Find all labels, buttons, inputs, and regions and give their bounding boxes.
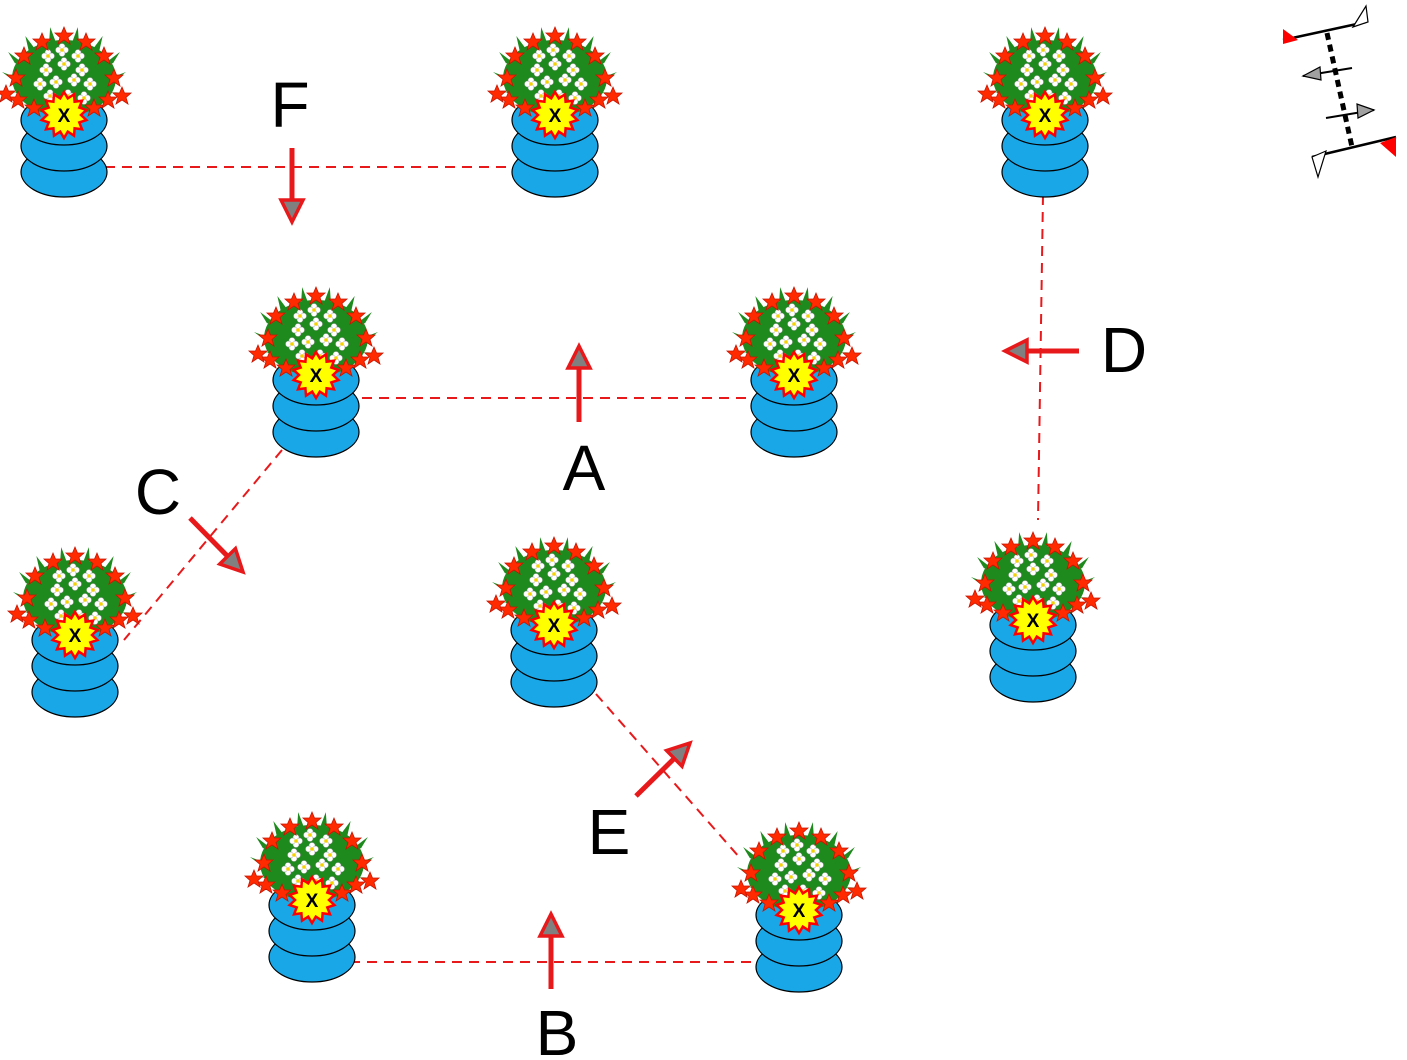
barrel-marker-text: X [549, 106, 562, 127]
flower-planter [731, 821, 867, 912]
flower-barrel: X [487, 26, 623, 198]
gate-labels: F A D C E B [135, 69, 1147, 1060]
barrel-marker-text: X [548, 616, 561, 637]
flower-barrel: X [965, 531, 1101, 703]
barrel-marker [291, 349, 341, 401]
gate-arrow-a [565, 342, 593, 422]
flower-barrel: X [0, 26, 132, 198]
gate-arrow-f [278, 148, 306, 226]
barrel-marker-text: X [69, 626, 82, 647]
barrel-marker-text: X [58, 106, 71, 127]
barrel-marker-text: X [788, 366, 801, 387]
gate-direction-icon [1282, 4, 1397, 180]
gate-arrow-e [634, 740, 693, 798]
barrel-marker [774, 884, 824, 936]
barrel-marker [1020, 89, 1070, 141]
gate-arrow-b [537, 910, 565, 989]
flower-barrel: X [248, 286, 384, 458]
barrel-marker [50, 609, 100, 661]
gate-label-f: F [270, 69, 309, 141]
gate-arrows [188, 148, 1079, 989]
flower-planter [0, 26, 132, 117]
barrel-marker [39, 89, 89, 141]
flower-barrel: X [7, 546, 143, 718]
barrel-marker [529, 599, 579, 651]
gate-label-c: C [135, 456, 181, 528]
gate-line-d [1037, 194, 1044, 521]
barrel-marker-text: X [1039, 106, 1052, 127]
gate-label-b: B [536, 997, 579, 1060]
gate-lines [105, 166, 1044, 963]
flower-planter [7, 546, 143, 637]
barrels: X X X X X X X X X X [0, 26, 1113, 993]
gate-arrow-c [188, 516, 246, 575]
flower-barrel: X [977, 26, 1113, 198]
gate-label-a: A [563, 432, 606, 504]
flower-planter [248, 286, 384, 377]
gate-label-d: D [1101, 314, 1147, 386]
barrel-marker [1008, 594, 1058, 646]
flower-barrel: X [726, 286, 862, 458]
gate-arrow-d [1001, 337, 1079, 365]
flower-planter [965, 531, 1101, 622]
flower-barrel: X [244, 811, 380, 983]
gate-line-e [595, 693, 741, 859]
flower-barrel: X [731, 821, 867, 993]
flower-planter [244, 811, 380, 902]
gate-line-c [123, 449, 283, 641]
barrel-marker-text: X [793, 901, 806, 922]
barrel-marker-text: X [306, 891, 319, 912]
gate-label-e: E [588, 796, 631, 868]
barrel-marker [530, 89, 580, 141]
barrel-marker-text: X [310, 366, 323, 387]
flower-planter [486, 536, 622, 627]
flower-barrel: X [486, 536, 622, 708]
barrel-marker-text: X [1027, 611, 1040, 632]
barrel-marker [287, 874, 337, 926]
barrel-marker [769, 349, 819, 401]
